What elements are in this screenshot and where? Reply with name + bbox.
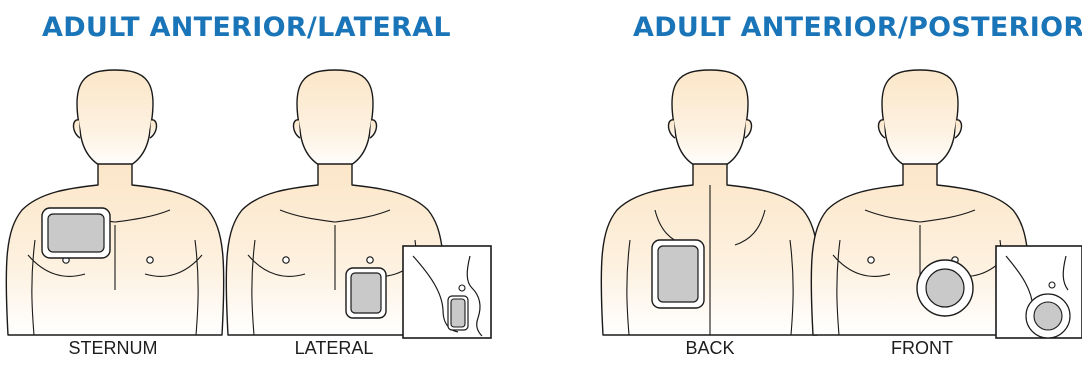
title-anterior-lateral: ADULT ANTERIOR/LATERAL xyxy=(42,12,451,43)
figure-front xyxy=(800,60,1082,335)
caption-lateral: LATERAL xyxy=(295,338,374,359)
caption-sternum: STERNUM xyxy=(69,338,158,359)
lateral-inset xyxy=(403,246,491,338)
sternum-pad xyxy=(42,208,110,258)
caption-back: BACK xyxy=(685,338,734,359)
back-pad xyxy=(652,240,704,308)
figure-sternum xyxy=(0,60,230,335)
lateral-pad xyxy=(346,268,386,318)
title-anterior-posterior: ADULT ANTERIOR/POSTERIOR xyxy=(633,12,1082,43)
head-shape xyxy=(77,70,153,170)
caption-front: FRONT xyxy=(891,338,953,359)
head-shape xyxy=(297,70,373,170)
figure-back xyxy=(590,60,830,335)
front-pad xyxy=(917,260,973,316)
figure-lateral xyxy=(210,60,500,335)
head-shape xyxy=(672,70,748,170)
head-shape xyxy=(882,70,958,170)
front-inset xyxy=(996,246,1082,338)
